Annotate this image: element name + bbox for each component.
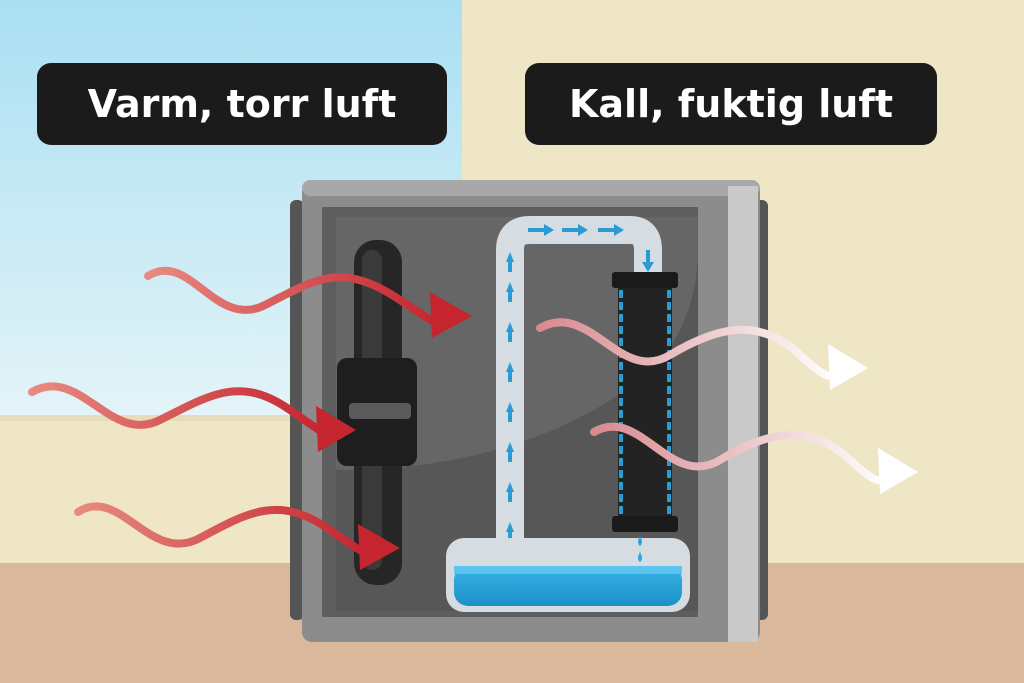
fan-icon — [337, 240, 417, 585]
cool-humid-air-label: Kall, fuktig luft — [525, 63, 937, 145]
water-drop-icon — [638, 536, 642, 562]
water-pump-tube-icon — [496, 216, 662, 545]
warm-dry-air-label: Varm, torr luft — [37, 63, 447, 145]
water-tank-icon — [446, 538, 690, 612]
water-flow-arrows — [506, 224, 654, 538]
warm-air-arrow-icon — [28, 266, 472, 570]
cooling-pad-icon — [612, 272, 678, 532]
cool-air-arrow-icon — [536, 318, 918, 494]
window-sill — [0, 415, 462, 421]
